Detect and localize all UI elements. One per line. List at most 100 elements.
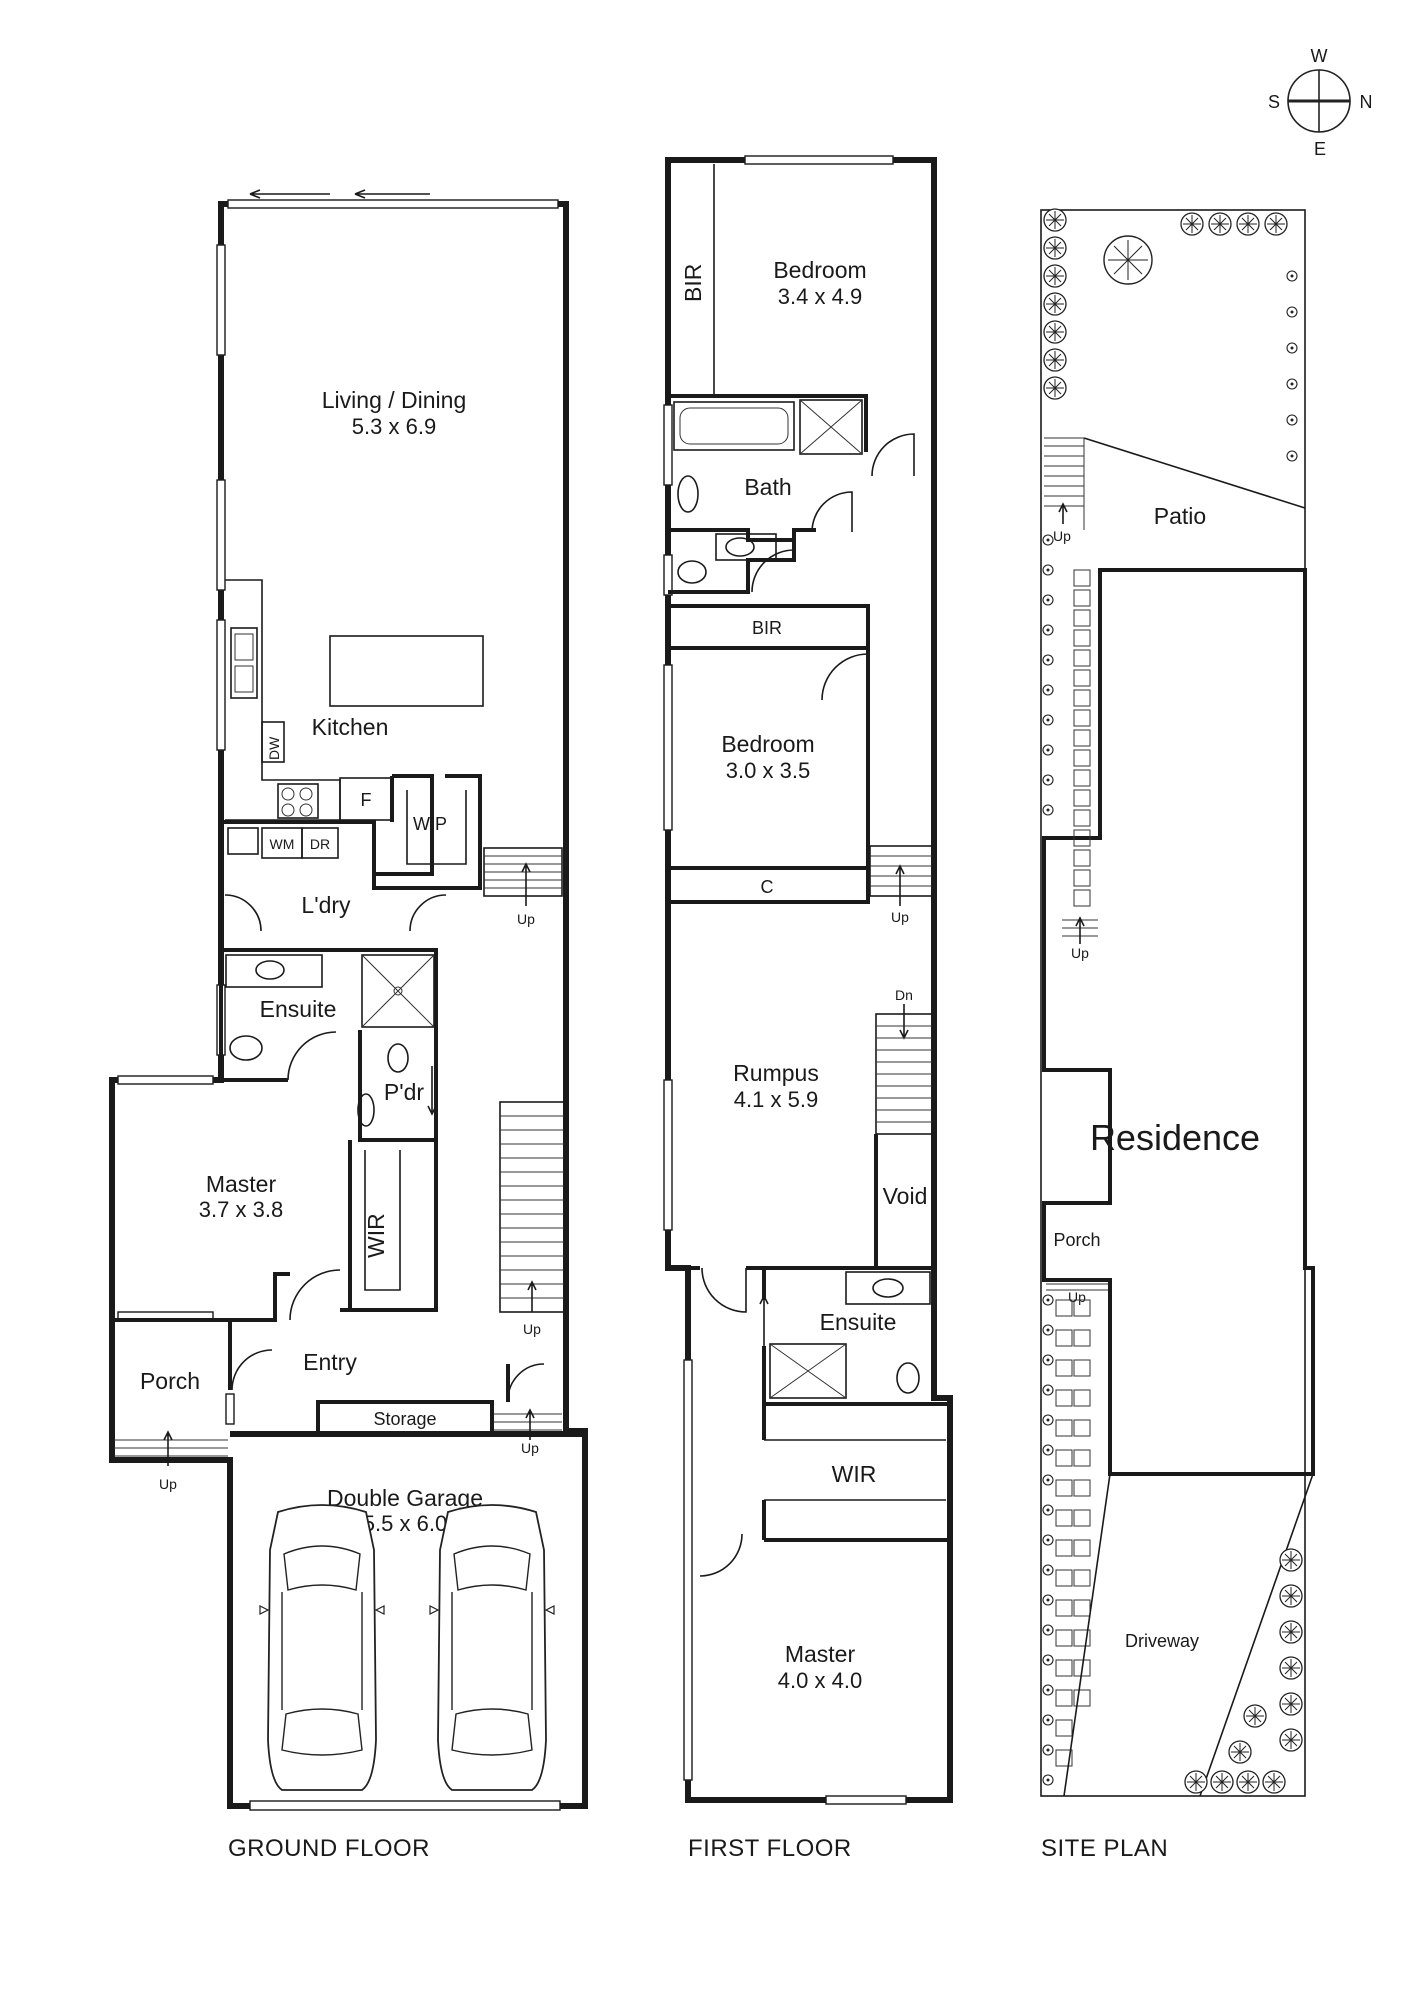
- gf-dr-label: DR: [310, 836, 330, 852]
- site-patio-edge: [1083, 437, 1306, 509]
- gf-storage-label: Storage: [373, 1409, 436, 1429]
- site-porch-label: Porch: [1053, 1230, 1100, 1250]
- compass-e: E: [1314, 139, 1326, 159]
- ff-stairs-upper: [869, 845, 933, 906]
- gf-porch-sidelight: [225, 1393, 235, 1425]
- ff-door-bed2: [821, 653, 869, 701]
- ff-ensuite-walls: [668, 1266, 934, 1404]
- gf-burner-1: [281, 787, 295, 801]
- ff-ensuite-shower-cross: [769, 1343, 847, 1399]
- ff-window-bed1: [744, 155, 894, 165]
- ff-door-rumpus: [701, 1267, 747, 1313]
- site-side-stairs: [1062, 916, 1098, 944]
- ff-ensuite-shower: [769, 1343, 847, 1399]
- gf-window-living-left-2: [216, 479, 226, 591]
- ff-rumpus-dims: 4.1 x 5.9: [734, 1087, 818, 1112]
- ff-door-wc: [751, 549, 795, 593]
- gf-dishwasher: [261, 721, 285, 763]
- ff-cupboard-label: C: [761, 877, 774, 897]
- ff-wc-walls: [668, 540, 796, 594]
- ff-cupboard: [666, 866, 870, 904]
- site-left-shrubs: [1042, 534, 1054, 1786]
- ff-bathtub: [673, 401, 795, 451]
- ff-door-bed1: [871, 433, 915, 477]
- compass-s: S: [1268, 92, 1280, 112]
- site-patio-lines: [1044, 437, 1085, 530]
- ff-bir2-label: BIR: [752, 618, 782, 638]
- ff-dn-label: Dn: [895, 987, 913, 1003]
- gf-ensuite-vanity: [225, 954, 323, 988]
- ff-up-label: Up: [891, 909, 909, 925]
- ff-bed2-name: Bedroom: [721, 731, 814, 757]
- site-driveway-edges: [1063, 1473, 1314, 1797]
- gf-stairs-upper: [483, 847, 563, 906]
- gf-wip-label: WIP: [413, 814, 447, 834]
- ff-vanity-basin: [725, 537, 755, 557]
- gf-burner-2: [299, 787, 313, 801]
- gf-fridge-label: F: [361, 790, 372, 810]
- compass: W S N E: [1268, 46, 1373, 159]
- gf-up-label-porch: Up: [159, 1476, 177, 1492]
- site-porch-steps: [1046, 1283, 1108, 1291]
- gf-slider-arrow-1: [249, 189, 330, 199]
- gf-living-dims: 5.3 x 6.9: [352, 414, 436, 439]
- gf-ensuite-walls: [219, 948, 438, 1140]
- gf-powder-label: P'dr: [384, 1079, 425, 1105]
- ground-floor-plan: DW F WIP WM DR L'dry: [109, 189, 588, 1862]
- gf-shower-cross: [361, 954, 435, 1028]
- ff-window-bed2: [663, 664, 673, 831]
- ff-window-master-bottom: [825, 1795, 907, 1805]
- site-side-pavers: [1073, 569, 1091, 907]
- ff-ensuite-vanity: [845, 1271, 931, 1305]
- gf-entry-label: Entry: [303, 1349, 357, 1375]
- gf-ensuite-shower: [361, 954, 435, 1028]
- gf-door-garage: [507, 1363, 545, 1401]
- gf-wip-shelf: [406, 790, 467, 865]
- gf-car-left: [259, 1504, 385, 1791]
- ff-bed1-dims: 3.4 x 4.9: [778, 284, 862, 309]
- ff-bir1-label: BIR: [680, 264, 706, 302]
- gf-dryer: [301, 827, 339, 859]
- site-plan: Up Patio Residence Porch Up: [1040, 208, 1315, 1862]
- site-residence: [1042, 568, 1315, 1476]
- gf-window-kitchen-left: [216, 619, 226, 751]
- ff-ensuite-toilet: [896, 1362, 920, 1394]
- gf-powder-basin: [357, 1093, 375, 1127]
- ff-bathtub-inner: [679, 407, 789, 445]
- ff-door-bath: [811, 491, 853, 533]
- site-up-label-patio: Up: [1053, 528, 1071, 544]
- ff-stairs-down: [875, 1013, 933, 1135]
- gf-cooktop: [277, 783, 319, 819]
- site-residence-label: Residence: [1090, 1117, 1260, 1158]
- ff-window-bath: [663, 404, 673, 486]
- gf-laundry-label: L'dry: [301, 892, 351, 918]
- gf-master-entry-wall: [112, 1272, 350, 1322]
- gf-burner-4: [299, 803, 313, 817]
- gf-car-right: [429, 1504, 555, 1791]
- gf-up-label-1: Up: [517, 911, 535, 927]
- gf-powder-toilet: [387, 1043, 409, 1073]
- compass-w: W: [1311, 46, 1328, 66]
- gf-powder-walls: [358, 1030, 436, 1142]
- gf-dw-label: DW: [266, 736, 282, 760]
- ff-wir-shelves: [764, 1439, 946, 1501]
- gf-burner-3: [281, 803, 295, 817]
- gf-door-laundry-right: [409, 894, 447, 932]
- ff-ensuite-arrow: [759, 1294, 769, 1350]
- gf-door-porch: [231, 1349, 273, 1391]
- site-back-trees: [1043, 208, 1298, 462]
- ff-rumpus-name: Rumpus: [733, 1060, 819, 1086]
- gf-door-ensuite: [287, 1031, 337, 1081]
- ff-bath-basin: [677, 475, 699, 513]
- gf-garage-name: Double Garage: [327, 1485, 483, 1511]
- ff-window-wc: [663, 554, 673, 596]
- gf-window-garage: [249, 1800, 561, 1811]
- gf-wir-label: WIR: [363, 1213, 389, 1258]
- ff-bir2: [666, 604, 870, 650]
- gf-wm-label: WM: [270, 836, 295, 852]
- gf-wir-shelf: [364, 1150, 401, 1291]
- ff-bath-label: Bath: [744, 474, 791, 500]
- gf-kitchen-island: [329, 635, 484, 707]
- ff-master-dims: 4.0 x 4.0: [778, 1668, 862, 1693]
